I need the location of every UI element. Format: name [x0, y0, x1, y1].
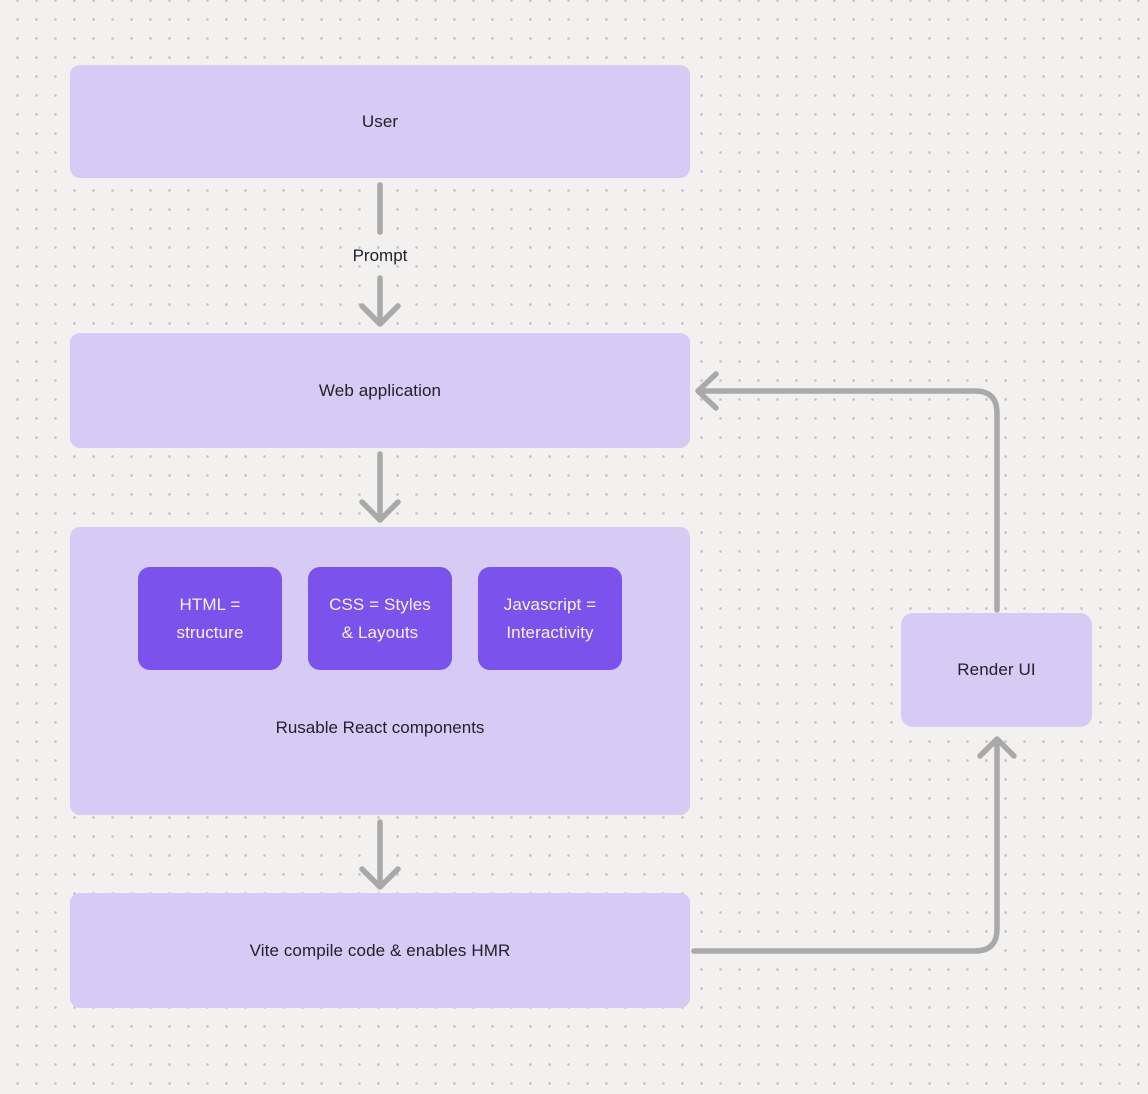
node-web-application[interactable]: Web application [70, 333, 690, 448]
arrow-prompt-to-webapp [359, 275, 401, 327]
node-css[interactable]: CSS = Styles & Layouts [308, 567, 452, 670]
edge-label-prompt: Prompt [352, 246, 408, 265]
node-javascript[interactable]: Javascript = Interactivity [478, 567, 622, 670]
components-caption: Rusable React components [275, 718, 485, 737]
arrowhead-left-icon [695, 371, 719, 411]
node-components-container[interactable]: HTML = structure CSS = Styles & Layouts … [70, 527, 690, 815]
node-html-label: HTML = structure [176, 594, 244, 642]
node-vite-label: Vite compile code & enables HMR [249, 940, 511, 960]
node-render-ui-label: Render UI [957, 660, 1036, 679]
arrow-components-to-vite [359, 819, 401, 890]
arrow-renderui-to-webapp [695, 371, 1000, 613]
arrowhead-down-icon [359, 303, 401, 327]
arrow-webapp-to-components [359, 451, 401, 523]
component-row: HTML = structure CSS = Styles & Layouts … [70, 567, 690, 670]
arrowhead-down-icon [359, 866, 401, 890]
node-javascript-label: Javascript = Interactivity [503, 594, 597, 642]
arrowhead-down-icon [359, 499, 401, 523]
node-vite[interactable]: Vite compile code & enables HMR [70, 893, 690, 1008]
arrow-vite-to-renderui [691, 736, 1017, 954]
node-web-application-label: Web application [318, 380, 442, 400]
node-user[interactable]: User [70, 65, 690, 178]
node-css-label: CSS = Styles & Layouts [329, 594, 431, 642]
node-render-ui[interactable]: Render UI [901, 613, 1092, 727]
node-user-label: User [361, 111, 399, 131]
arrowhead-up-icon [977, 736, 1017, 759]
node-html[interactable]: HTML = structure [138, 567, 282, 670]
